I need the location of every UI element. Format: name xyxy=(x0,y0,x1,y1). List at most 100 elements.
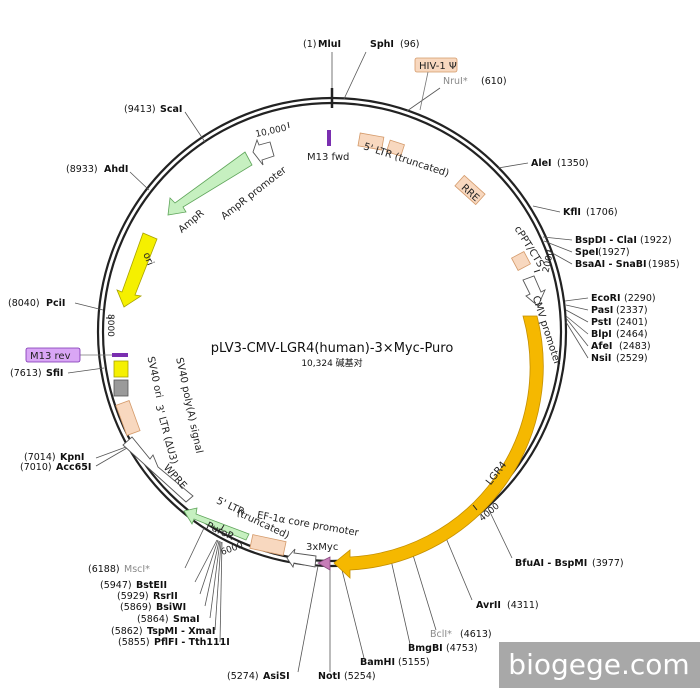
lgr4-arrow xyxy=(333,315,544,579)
site-name-kpni: KpnI xyxy=(60,452,84,463)
site-name-alei: AleI xyxy=(531,158,552,169)
site-pos-sphi: (96) xyxy=(400,39,420,50)
site-pos-spei: (1927) xyxy=(598,247,630,258)
site-pos-pasi: (2337) xyxy=(616,305,648,316)
site-name-sfii: SfiI xyxy=(46,368,63,379)
site-name-pcii: PciI xyxy=(46,298,65,309)
ori-arrow xyxy=(116,232,158,308)
m13-rev-marker xyxy=(112,353,128,357)
tick-label-10000: 10,000 xyxy=(255,124,288,140)
site-pos-nsii: (2529) xyxy=(616,353,648,364)
ampr-promoter-arrow xyxy=(252,138,275,166)
site-pos-avrii: (4311) xyxy=(507,600,539,611)
site-name-kfli: KflI xyxy=(563,207,581,218)
site-name-msci: MscI* xyxy=(124,564,150,575)
site-pos-bsiwi: (5869) xyxy=(120,602,152,613)
site-pos-kpni: (7014) xyxy=(24,452,56,463)
feature-label-ltr5-top: 5' LTR (truncated) xyxy=(362,141,450,179)
tick-label-8000: 8000 xyxy=(105,314,115,337)
site-name-asisi: AsiSI xyxy=(263,671,290,682)
ampr-arrow xyxy=(167,151,253,216)
site-name-blpi: BlpI xyxy=(591,329,612,340)
site-leader-lines xyxy=(67,51,589,673)
site-pos-bspdi: (1922) xyxy=(640,235,672,246)
site-name-bmgbi: BmgBI xyxy=(408,643,443,654)
site-pos-nrui: (610) xyxy=(481,76,507,87)
ef1a-arrow xyxy=(286,548,317,569)
site-name-nsii: NsiI xyxy=(591,353,611,364)
ltr5-top-part1 xyxy=(357,132,385,151)
site-name-acc65i: Acc65I xyxy=(56,462,91,473)
feature-label-ori: ori xyxy=(140,251,155,267)
watermark-text: biogege.com xyxy=(508,648,689,681)
site-name-smai: SmaI xyxy=(173,614,200,625)
site-name-noti: NotI xyxy=(318,671,341,682)
site-pos-kfli: (1706) xyxy=(586,207,618,218)
ltr5-top-part2 xyxy=(385,139,405,157)
site-name-bsteii: BstEII xyxy=(136,580,167,591)
plasmid-size: 10,324 碱基对 xyxy=(301,357,362,369)
site-name-scai: ScaI xyxy=(160,104,182,115)
site-pos-smai: (5864) xyxy=(137,614,169,625)
site-name-ecori: EcoRI xyxy=(591,293,621,304)
feature-label-m13-fwd: M13 fwd xyxy=(307,152,349,163)
site-name-pflfi: PflFI - Tth111I xyxy=(154,637,230,648)
site-pos-noti: (5254) xyxy=(344,671,376,682)
site-pos-ahdi: (8933) xyxy=(66,164,98,175)
site-pos-alei: (1350) xyxy=(557,158,589,169)
feature-shapes xyxy=(80,57,546,579)
site-pos-mlui: (1) xyxy=(303,39,316,50)
sv40-pa-box xyxy=(113,360,129,378)
site-name-bamhi: BamHI xyxy=(360,657,395,668)
site-name-nrui: NruI* xyxy=(443,76,468,87)
tick-marks xyxy=(106,121,541,531)
cmv-promoter-arrow xyxy=(522,275,546,307)
site-name-pasi: PasI xyxy=(591,305,613,316)
site-name-bcli: BclI* xyxy=(430,629,452,640)
site-pos-acc65i: (7010) xyxy=(20,462,52,473)
site-name-tspmi: TspMI - XmaI xyxy=(147,626,215,637)
site-pos-sfii: (7613) xyxy=(10,368,42,379)
site-pos-psti: (2401) xyxy=(616,317,648,328)
site-name-afei: AfeI xyxy=(591,341,612,352)
site-name-ahdi: AhdI xyxy=(104,164,128,175)
m13-rev-box xyxy=(25,347,81,363)
site-labels: (1) MluI SphI (96) NruI* (610) AleI (135… xyxy=(8,39,680,682)
ltr5-bottom-box xyxy=(249,534,287,556)
watermark-bg xyxy=(499,642,700,688)
site-pos-scai: (9413) xyxy=(124,104,156,115)
myc-arrow xyxy=(317,556,331,571)
site-name-sphi: SphI xyxy=(370,39,394,50)
feature-label-m13-rev: M13 rev xyxy=(30,351,71,362)
site-name-mlui: MluI xyxy=(318,39,341,50)
site-name-bspdi: BspDI - ClaI xyxy=(575,235,637,246)
site-pos-blpi: (2464) xyxy=(616,329,648,340)
site-pos-bmgbi: (4753) xyxy=(446,643,478,654)
cppt-box xyxy=(510,250,532,272)
site-pos-bcli: (4613) xyxy=(460,629,492,640)
ltr3-box xyxy=(115,400,141,436)
site-name-psti: PstI xyxy=(591,317,612,328)
site-pos-asisi: (5274) xyxy=(227,671,259,682)
feature-label-ltr3: 3' LTR (ΔU3) xyxy=(153,404,179,466)
feature-label-sv40-pa: SV40 poly(A) signal xyxy=(173,357,204,455)
site-pos-pflfi: (5855) xyxy=(118,637,150,648)
site-pos-bsteii: (5947) xyxy=(100,580,132,591)
site-pos-bfuai: (3977) xyxy=(592,558,624,569)
sv40-ori-box xyxy=(113,379,129,397)
site-pos-msci: (6188) xyxy=(88,564,120,575)
feature-label-hiv-psi: HIV-1 Ψ xyxy=(419,61,457,72)
tick-label-6000: 6000 xyxy=(220,541,245,558)
site-name-spei: SpeI xyxy=(575,247,599,258)
site-name-rsrii: RsrII xyxy=(153,591,178,602)
site-pos-ecori: (2290) xyxy=(624,293,656,304)
feature-label-sv40-ori: SV40 ori xyxy=(145,356,165,399)
m13-fwd-marker xyxy=(327,130,331,146)
feature-label-myc: 3xMyc xyxy=(306,542,338,553)
site-pos-bsaai: (1985) xyxy=(648,259,680,270)
plasmid-name: pLV3-CMV-LGR4(human)-3×Myc-Puro xyxy=(211,341,454,356)
site-name-bsaai: BsaAI - SnaBI xyxy=(575,259,647,270)
site-name-bsiwi: BsiWI xyxy=(156,602,186,613)
hiv-psi-box xyxy=(414,57,458,73)
